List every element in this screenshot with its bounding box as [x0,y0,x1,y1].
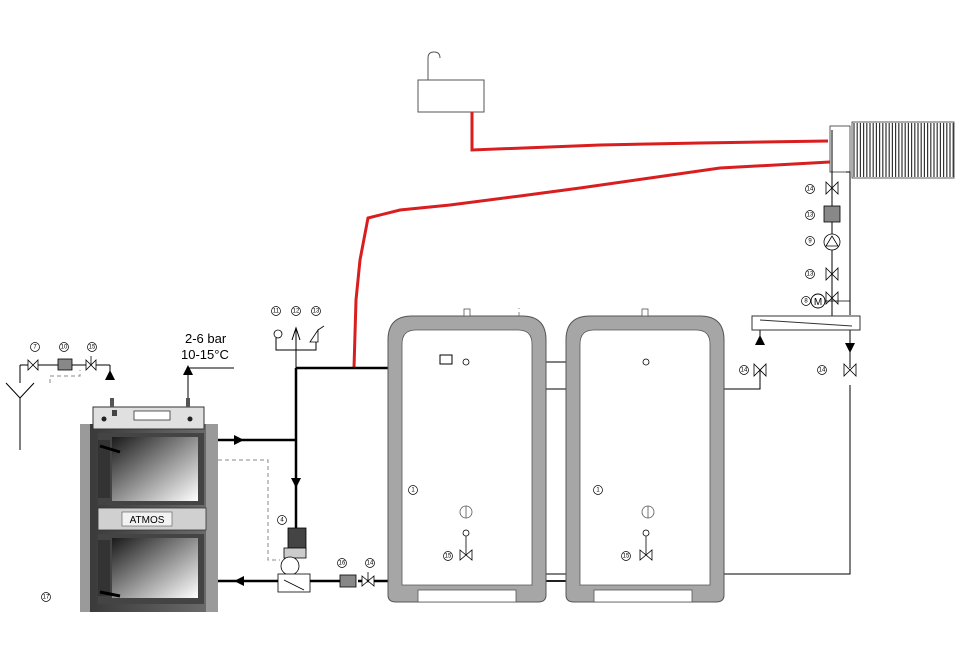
storage-tank-1 [387,308,547,603]
svg-text:14: 14 [807,187,814,193]
callout-circuit-valve-top: 14 [805,184,815,194]
pressure-temp-labels: 2-6 bar 10-15°C [181,331,229,362]
svg-text:10: 10 [61,345,68,351]
flow-arrows [105,335,855,586]
callout-manifold-left-valve: 14 [739,365,749,375]
svg-text:13: 13 [313,309,320,315]
svg-text:16: 16 [339,561,346,567]
safety-group [273,325,325,350]
callout-safety-3: 13 [311,306,321,316]
svg-text:1: 1 [596,488,600,494]
callout-mixing-valve: 4 [277,515,287,525]
boiler: ATMOS [80,398,218,612]
callout-boiler: 17 [41,592,51,602]
storage-tank-2 [565,308,725,603]
manifold [751,315,861,331]
coil-sensors [439,354,650,366]
svg-text:13: 13 [807,272,814,278]
svg-text:15: 15 [445,554,452,560]
callout-circuit-filter: 13 [805,210,815,220]
callout-filter-drain: 10 [59,342,69,352]
callout-safety-1: 11 [271,306,281,316]
svg-text:11: 11 [273,309,280,315]
callout-tank-1-valve: 15 [443,551,453,561]
callout-circuit-valve-mid: 13 [805,269,815,279]
cold-water-inlet [5,356,97,450]
svg-text:15: 15 [623,554,630,560]
callout-circuit-pump: 9 [805,236,815,246]
red-line-flow [352,160,831,369]
mixing-valve-assembly [277,527,375,593]
svg-text:4: 4 [280,518,284,524]
callout-tank-2: 1 [593,485,603,495]
svg-text:8: 8 [804,299,808,305]
red-connection-lines [352,112,831,369]
boiler-brand: ATMOS [130,515,165,526]
svg-text:14: 14 [819,368,826,374]
callout-valve-drain-2: 15 [87,342,97,352]
svg-text:14: 14 [741,368,748,374]
temperature-label: 10-15°C [181,347,229,362]
callout-valve-drain: 7 [30,342,40,352]
expansion-tank [417,51,485,113]
svg-text:14: 14 [367,561,374,567]
callout-safety-2: 12 [291,306,301,316]
red-line-expansion [470,112,829,152]
svg-text:13: 13 [807,213,814,219]
callout-manifold-right-valve: 14 [817,365,827,375]
svg-text:1: 1 [411,488,415,494]
svg-text:7: 7 [33,345,37,351]
callout-filter-return: 16 [337,558,347,568]
svg-text:9: 9 [808,239,812,245]
callout-tank-1: 1 [408,485,418,495]
motor-letter: M [814,297,822,308]
callout-circuit-mixer: 8 [801,296,811,306]
callout-valve-return: 14 [365,558,375,568]
svg-text:12: 12 [293,309,300,315]
svg-text:15: 15 [89,345,96,351]
heating-circuit: M [753,181,857,377]
radiator [829,121,955,179]
svg-text:17: 17 [43,595,50,601]
pressure-label: 2-6 bar [185,331,227,346]
callout-tank-2-valve: 15 [621,551,631,561]
tank-drain-valves [459,529,653,561]
